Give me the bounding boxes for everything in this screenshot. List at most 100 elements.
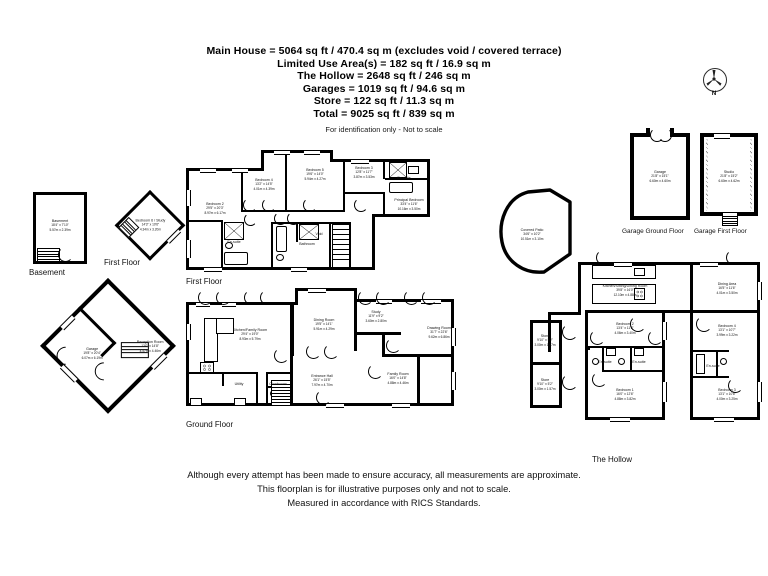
room-label-bedroom-2: Bedroom 2 29'5" x 20'3" 8.97m x 6.17m	[204, 202, 226, 215]
floor-label-garage-ground: Garage Ground Floor	[622, 228, 684, 235]
annexe-first-floor-plan: Bedroom 6 / Study 14'3" x 10'6" 4.34m x …	[114, 190, 186, 261]
window	[451, 328, 456, 346]
wall	[690, 265, 693, 311]
door-swing-icon	[58, 247, 73, 262]
wall	[383, 159, 385, 179]
wall	[585, 310, 588, 420]
window	[614, 262, 632, 267]
wall	[672, 133, 690, 137]
wall	[690, 310, 693, 420]
area-line-store: Store = 122 sq ft / 11.3 sq m	[313, 95, 455, 108]
door-swing-icon	[243, 198, 257, 212]
floor-label-ground-floor-main: Ground Floor	[186, 420, 234, 429]
wall	[372, 214, 430, 217]
window	[304, 150, 320, 155]
wall	[354, 299, 357, 351]
door-swing-icon	[306, 344, 321, 359]
wall	[241, 210, 287, 212]
basin-fixture	[606, 348, 616, 356]
wall	[578, 262, 581, 314]
wall	[330, 150, 333, 162]
door-swing-icon	[562, 324, 578, 340]
wall	[427, 159, 430, 217]
wall	[417, 354, 420, 404]
wall	[383, 192, 385, 217]
door-swing-icon	[630, 316, 646, 332]
garage-first-floor-plan: Studio 21'8" x 15'2" 6.60m x 4.62m	[700, 128, 758, 226]
wall	[354, 288, 357, 302]
wardrobe-fixture	[299, 224, 319, 240]
compass-needle-icon	[706, 70, 722, 86]
door-swing-icon	[596, 250, 611, 265]
door-swing-icon	[592, 372, 607, 387]
door-swing-icon	[262, 198, 276, 212]
room-label-bedroom-5: Bedroom 5 19'6" x 14'0" 5.94m x 4.27m	[304, 168, 326, 181]
basin-fixture	[225, 242, 233, 249]
door-swing-icon	[244, 213, 257, 226]
door-swing-icon	[324, 344, 339, 359]
wall	[290, 302, 294, 356]
wall	[646, 128, 650, 137]
wall	[186, 168, 189, 270]
door-swing-icon	[726, 250, 741, 265]
wall	[186, 267, 375, 270]
wall	[221, 220, 223, 267]
room-label-bedroom6-study: Bedroom 6 / Study 14'3" x 10'6" 4.34m x …	[135, 218, 166, 232]
wardrobe-fixture	[224, 222, 244, 240]
door-swing-icon	[287, 212, 300, 225]
wall	[716, 350, 718, 378]
wall	[296, 222, 298, 242]
wall	[700, 212, 722, 216]
window	[714, 417, 734, 422]
wall	[33, 192, 87, 195]
wall	[290, 354, 293, 404]
door-swing-icon	[590, 330, 605, 345]
area-line-total: Total = 9025 sq ft / 839 sq m	[313, 107, 455, 120]
basin-fixture	[634, 348, 644, 356]
wall	[186, 302, 189, 406]
window	[274, 150, 290, 155]
room-label-ensuite: En-suite	[397, 176, 411, 180]
wall	[186, 302, 298, 305]
room-label-hollow-bedroom-3: Bedroom 3 13'1" x 10'8" 4.00m x 3.25m	[716, 388, 738, 401]
room-label-bathroom: Bathroom	[299, 242, 315, 246]
area-line-limited-use: Limited Use Area(s) = 182 sq ft / 16.9 s…	[277, 57, 491, 70]
kitchen-unit-fixture	[216, 318, 234, 334]
floor-label-the-hollow: The Hollow	[592, 455, 633, 464]
wall	[241, 168, 243, 212]
floor-label-first-floor-main: First Floor	[186, 277, 222, 286]
room-label-drawing-room: Drawing Room 31'7" x 22'6" 9.62m x 6.86m	[427, 326, 451, 339]
window	[186, 324, 191, 340]
door-swing-icon	[386, 338, 401, 353]
window	[700, 262, 718, 267]
wall	[630, 346, 632, 372]
window	[662, 382, 667, 402]
room-label-hollow-bedroom-2: Bedroom 2 13'4" x 11'2" 4.06m x 3.40m	[614, 322, 636, 335]
wall	[372, 214, 375, 270]
area-summary-header: Main House = 5064 sq ft / 470.4 sq m (ex…	[0, 45, 768, 135]
door-swing-icon	[404, 290, 419, 305]
door-swing-icon	[198, 290, 213, 305]
compass-icon: N	[700, 68, 738, 104]
disclaimer-line-1: Although every attempt has been made to …	[187, 470, 581, 480]
window	[186, 190, 191, 206]
wardrobe-fixture	[389, 162, 407, 178]
staircase	[271, 380, 291, 406]
room-label-utility: Utility	[234, 382, 244, 386]
room-label-dining-area: Dining Area 16'5" x 11'6" 4.01m x 3.50m	[716, 282, 738, 295]
wall	[343, 159, 345, 212]
area-line-main-house: Main House = 5064 sq ft / 470.4 sq m (ex…	[206, 45, 562, 57]
wall	[295, 288, 357, 291]
main-first-floor-plan: Bedroom 2 29'5" x 20'3" 8.97m x 6.17m Be…	[186, 150, 446, 272]
wall	[261, 150, 333, 153]
room-label-kitchen-family-room: Kitchen/Family Room 29'4" x 19'0" 8.93m …	[232, 328, 268, 341]
room-label-bedroom-3: Bedroom 3 12'8" x 11'7" 3.87m x 3.53m	[353, 166, 375, 179]
staircase	[37, 248, 60, 262]
room-label-study: Study 11'9" x 9'2" 3.60m x 2.80m	[365, 310, 387, 323]
room-label-entrance-hall: Entrance Hall 26'1" x 15'5" 7.97m x 4.70…	[311, 374, 333, 387]
wc-fixture	[618, 358, 625, 365]
wall	[548, 312, 581, 315]
door-swing-icon	[316, 390, 331, 405]
door-swing-icon	[354, 198, 368, 212]
wall	[757, 262, 760, 348]
